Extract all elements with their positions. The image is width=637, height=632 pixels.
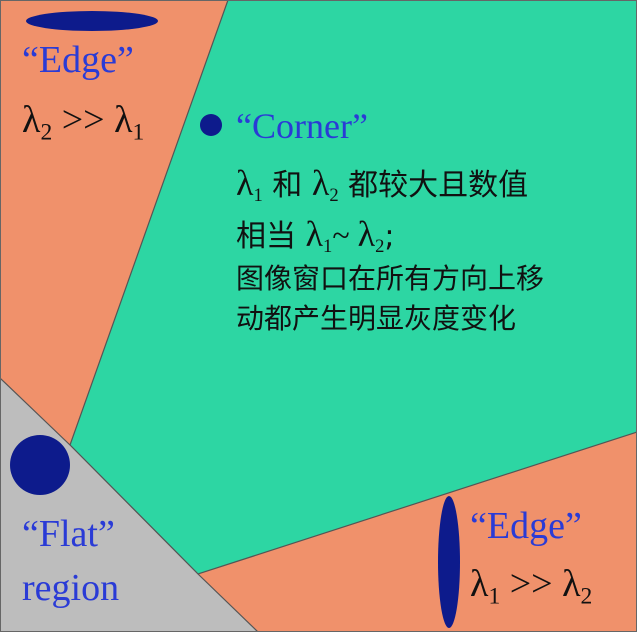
flat-title: “Flat” bbox=[22, 513, 115, 555]
edge-ellipse-horizontal bbox=[26, 11, 158, 31]
edge-ellipse-vertical bbox=[438, 496, 460, 628]
edge-top-title: “Edge” bbox=[22, 39, 134, 81]
corner-region bbox=[69, 0, 637, 575]
corner-line-4: 动都产生明显灰度变化 bbox=[236, 302, 517, 335]
corner-line-3: 图像窗口在所有方向上移 bbox=[236, 262, 545, 295]
corner-line-2: 相当 λ1~ λ2; bbox=[236, 214, 395, 257]
corner-title: “Corner” bbox=[236, 106, 368, 146]
edge-bottom-title: “Edge” bbox=[470, 505, 582, 547]
flat-subtitle: region bbox=[22, 567, 120, 609]
edge-bottom-relation: λ1 >> λ2 bbox=[470, 563, 593, 610]
corner-line-1: λ1 和 λ2 都较大且数值 bbox=[236, 163, 529, 206]
flat-region bbox=[0, 377, 259, 632]
corner-dot bbox=[200, 114, 222, 136]
edge-top-relation: λ2 >> λ1 bbox=[22, 99, 145, 146]
flat-circle bbox=[10, 435, 70, 495]
